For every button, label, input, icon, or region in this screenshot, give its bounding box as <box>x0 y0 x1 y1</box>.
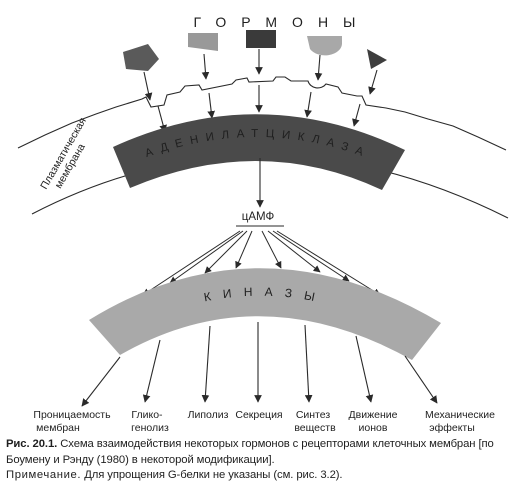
figure-caption-main: Рис. 20.1. Схема взаимодействия некоторы… <box>6 437 524 468</box>
effect-ion-movement-line1: Движение <box>349 409 398 421</box>
effect-permeability-line2: мембран <box>36 422 80 434</box>
plasma-membrane-inner <box>31 154 509 219</box>
figure-description: Схема взаимодействия некоторых гормонов … <box>6 438 494 466</box>
receptor-arrows <box>157 85 361 133</box>
pentagon-hormone <box>123 44 159 71</box>
camp-label: цАМФ <box>242 211 275 223</box>
semicircle-hormone <box>307 36 342 56</box>
figure-note: Примечание. Для упрощения G-белки не ука… <box>6 468 524 484</box>
effect-synthesis-line2: веществ <box>294 422 336 434</box>
effect-glycogenolysis-line2: генолиз <box>131 422 169 434</box>
figure-number: Рис. 20.1. <box>6 438 58 450</box>
effect-permeability-line1: Проницаемость <box>33 409 111 421</box>
triangle-hormone <box>367 49 387 69</box>
camp-fan-arrows <box>142 230 381 296</box>
effect-mechanical-line1: Механические <box>425 409 495 421</box>
hormones-title: ГОРМОНЫ <box>194 14 371 30</box>
effect-mechanical-line2: эффекты <box>429 422 475 434</box>
note-label: Примечание. <box>6 469 82 481</box>
effect-lipolysis: Липолиз <box>188 409 229 421</box>
adenylate-cyclase-band <box>113 114 405 190</box>
hormone-binding-arrows <box>143 49 378 101</box>
effect-labels: Проницаемость мембран Глико- генолиз Лип… <box>33 409 495 434</box>
figure-caption: Рис. 20.1. Схема взаимодействия некоторы… <box>6 437 524 484</box>
plasma-membrane-outer <box>17 76 507 151</box>
effect-arrows <box>81 322 438 407</box>
effect-ion-movement-line2: ионов <box>359 422 388 434</box>
effect-glycogenolysis-line1: Глико- <box>131 409 163 421</box>
kinase-band <box>89 268 441 360</box>
effect-secretion: Секреция <box>235 409 282 421</box>
note-text: Для упрощения G-белки не указаны (см. ри… <box>84 469 343 481</box>
square-hormone <box>246 30 276 48</box>
effect-synthesis-line1: Синтез <box>296 409 331 421</box>
membrane-label: Плазматическая мембрана <box>38 116 89 192</box>
trapezoid-hormone <box>188 33 218 51</box>
